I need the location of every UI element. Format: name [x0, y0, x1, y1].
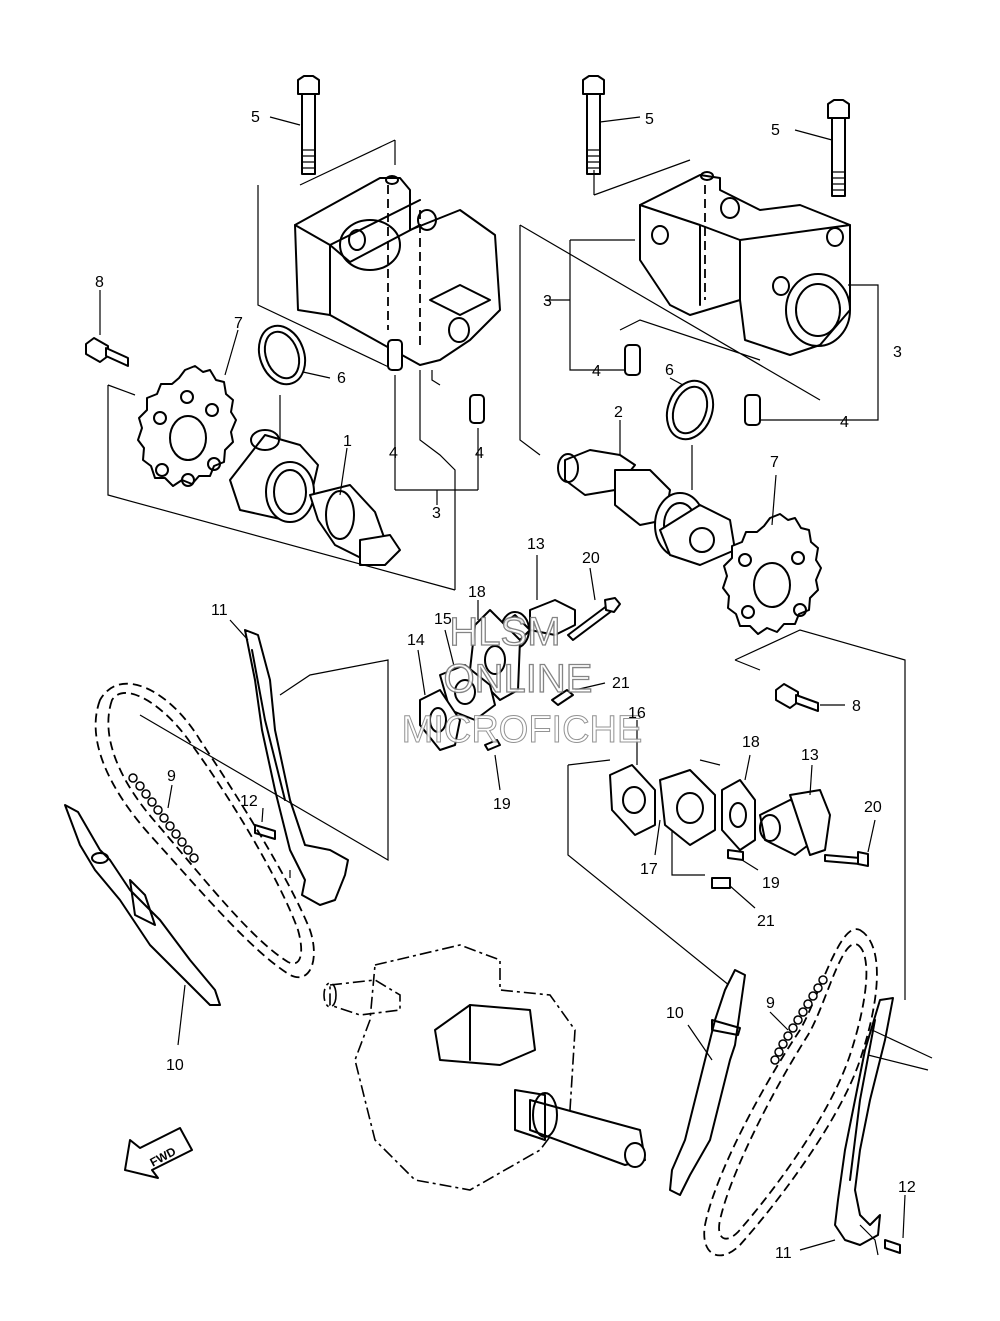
watermark-line-2: ONLINE [444, 657, 593, 701]
lower-tensioner-body-17 [654, 769, 716, 876]
left-camshaft-cap-3 [294, 175, 501, 366]
callout-2: 2 [614, 404, 623, 421]
callout-labels: 5 5 5 8 7 6 1 4 4 3 3 3 4 4 6 2 7 13 20 … [95, 109, 916, 1262]
callout-5-mid: 5 [645, 111, 654, 128]
callout-6-left: 6 [337, 370, 346, 387]
callout-5-right: 5 [771, 122, 780, 139]
left-cap-leader-lines [419, 370, 456, 590]
callout-20-lower: 20 [864, 799, 882, 816]
callout-12-left: 12 [240, 793, 258, 810]
watermark: HLSM ONLINE MICROFICHE [401, 609, 643, 751]
callout-15: 15 [434, 611, 452, 628]
right-chain-links [770, 975, 828, 1065]
watermark-line-3: MICROFICHE [402, 709, 643, 751]
left-circlip-6 [257, 324, 331, 445]
callout-1: 1 [343, 433, 352, 450]
right-guide-11 [799, 997, 933, 1251]
left-camshaft-1 [229, 429, 401, 566]
callout-10-left: 10 [166, 1057, 184, 1074]
left-bolt-8 [85, 290, 129, 367]
callout-9-left: 9 [167, 768, 176, 785]
left-cam-chain-9 [94, 682, 315, 978]
upper-bolt-21 [551, 682, 606, 706]
callout-4-left-b: 4 [475, 445, 484, 462]
callout-12-right: 12 [898, 1179, 916, 1196]
right-cam-sprocket-7 [722, 474, 822, 635]
lower-gasket-18 [721, 754, 756, 851]
callout-4-left-a: 4 [389, 445, 398, 462]
right-camshaft-cap-3 [639, 171, 851, 356]
callout-11-left: 11 [211, 602, 228, 619]
lower-bolt-21 [711, 877, 756, 909]
callout-18-lower: 18 [742, 734, 760, 751]
callout-13-lower: 13 [801, 747, 819, 764]
left-guide-10 [64, 804, 221, 1046]
left-cam-sprocket-7 [137, 329, 239, 487]
right-cam-chain-9 [703, 928, 878, 1257]
callout-19-lower: 19 [762, 875, 780, 892]
callout-14: 14 [407, 632, 425, 649]
left-guide-frame [139, 659, 389, 878]
callout-3-right-b: 3 [893, 344, 902, 361]
right-dowels-4 [545, 239, 879, 426]
callout-21-upper: 21 [612, 675, 630, 692]
upper-gasket-18 [469, 600, 521, 701]
callout-4-right-a: 4 [592, 363, 601, 380]
callout-8-left: 8 [95, 274, 104, 291]
lower-pin-19 [727, 849, 759, 871]
callout-20-upper: 20 [582, 550, 600, 567]
lower-bolt-20 [824, 819, 876, 867]
left-chain-links [128, 773, 199, 863]
right-cap-frame [519, 159, 821, 456]
left-bolt-5 [269, 75, 320, 175]
crankshaft-ghost [323, 944, 646, 1191]
callout-7-left: 7 [234, 315, 243, 332]
left-dowels-4 [387, 339, 485, 505]
lower-gasket-16 [609, 720, 656, 836]
right-bolt-12 [884, 1194, 906, 1254]
callout-6-right: 6 [665, 362, 674, 379]
right-guide-10 [669, 969, 746, 1196]
left-guide-11 [229, 619, 349, 906]
lower-tensioner-13 [759, 764, 831, 856]
upper-pin-19 [484, 739, 501, 791]
callout-3-left: 3 [432, 505, 441, 522]
callout-7-right: 7 [770, 454, 779, 471]
callout-11-right: 11 [775, 1245, 792, 1262]
callout-17: 17 [640, 861, 658, 878]
right-bolt-8 [775, 683, 845, 712]
lower-tensioner-frame [567, 759, 736, 991]
fwd-arrow: FWD [124, 1127, 193, 1179]
right-circlip-6 [665, 377, 715, 490]
callout-16: 16 [628, 705, 646, 722]
callout-13-upper: 13 [527, 536, 545, 553]
left-bolt-12 [254, 807, 276, 840]
right-camshaft-2 [557, 420, 736, 566]
left-cap-frame [257, 139, 396, 371]
upper-gasket-14 [417, 649, 461, 751]
callout-4-right-b: 4 [840, 414, 849, 431]
callout-21-lower: 21 [757, 913, 775, 930]
watermark-line-1: HLSM [449, 610, 560, 654]
right-bolt-5b [794, 99, 850, 197]
callout-8-right: 8 [852, 698, 861, 715]
callout-19-upper: 19 [493, 796, 511, 813]
callout-10-right: 10 [666, 1005, 684, 1022]
callout-9-right: 9 [766, 995, 775, 1012]
callout-3-right-a: 3 [543, 293, 552, 310]
upper-bolt-20 [567, 567, 621, 641]
callout-18-upper: 18 [468, 584, 486, 601]
right-sprocket-frame [734, 629, 906, 1000]
right-bolt-5a [582, 75, 641, 175]
right-guide-frame [859, 1224, 879, 1256]
callout-5-left: 5 [251, 109, 260, 126]
left-camshaft-frame [107, 384, 456, 591]
